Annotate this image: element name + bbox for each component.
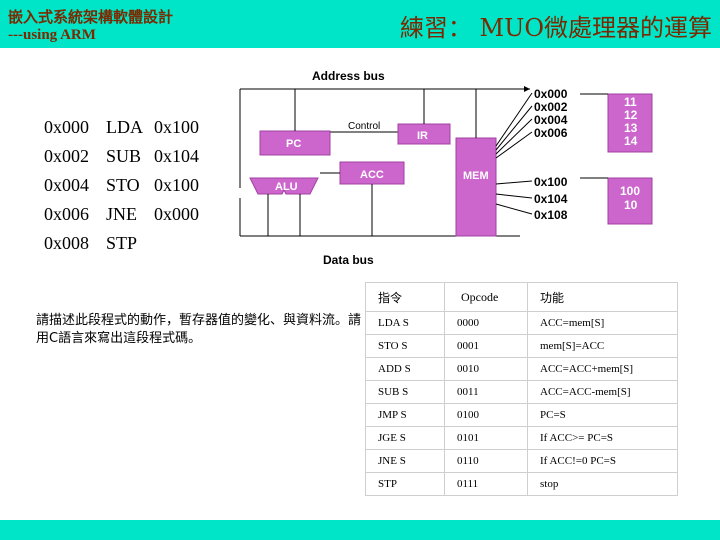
mem-value: 13 [624,121,638,135]
header-opcode: Opcode [444,282,528,312]
mem-address: 0x006 [534,126,568,140]
mem-value: 10 [624,198,638,212]
mem-address: 0x002 [534,100,568,114]
mem-address: 0x100 [534,175,568,189]
alu-shape [249,177,319,195]
table-row: ADD S 0010 ACC=ACC+mem[S] [365,357,678,381]
mem-address: 0x104 [534,192,568,206]
mem-box [455,137,497,237]
code-address: 0x006 [44,204,89,224]
header-instruction: 指令 [365,282,445,312]
slide-title: 練習： MUO微處理器的運算 [399,14,712,42]
cell-function: ACC=ACC+mem[S] [527,357,678,381]
cell-function: stop [527,472,678,496]
cpu-architecture-diagram: Address bus Data bus Control PC IR ACC A… [239,69,653,267]
code-opcode: JNE [106,204,137,224]
cell-function: If ACC!=0 PC=S [527,449,678,473]
exercise-question: 請描述此段程式的動作，暫存器值的變化、與資料流。請用C語言來寫出這段程式碼。 [36,313,362,346]
opcode-table: 指令 Opcode 功能 LDA S 0000 ACC=mem[S] STO S… [365,282,678,496]
mem-value: 11 [624,95,637,109]
footer-bar [0,520,720,540]
code-opcode: STP [106,233,138,253]
cell-opcode: 0110 [444,449,528,473]
mem-address: 0x004 [534,113,568,127]
code-opcode: STO [106,175,140,195]
mem-label: MEM [463,170,489,182]
data-bus-label: Data bus [323,253,374,267]
cell-opcode: 0111 [444,472,528,496]
mem-cells-bottom [607,177,653,225]
cell-opcode: 0101 [444,426,528,450]
code-line: 0x008 STP [26,212,199,253]
table-row: LDA S 0000 ACC=mem[S] [365,311,678,335]
pc-box [259,130,331,156]
course-subtitle: ---using ARM [8,27,96,43]
cell-function: ACC=ACC-mem[S] [527,380,678,404]
code-address: 0x000 [44,117,89,137]
cell-opcode: 0011 [444,380,528,404]
cell-instruction: SUB S [365,380,445,404]
mem-address: 0x000 [534,87,568,101]
cell-function: If ACC>= PC=S [527,426,678,450]
cell-opcode: 0100 [444,403,528,427]
mem-value: 12 [624,108,638,122]
code-address: 0x002 [44,146,89,166]
pc-label: PC [286,138,301,150]
code-operand: 0x104 [154,146,199,166]
cell-instruction: JGE S [365,426,445,450]
table-row: STP 0111 stop [365,472,678,496]
mem-fan-lines [495,92,533,215]
table-row: STO S 0001 mem[S]=ACC [365,334,678,358]
mem-address: 0x108 [534,208,568,222]
cell-opcode: 0000 [444,311,528,335]
cell-instruction: ADD S [365,357,445,381]
cell-instruction: JMP S [365,403,445,427]
code-address: 0x004 [44,175,89,195]
code-opcode: SUB [106,146,142,166]
code-operand: 0x000 [154,204,199,224]
cell-instruction: STO S [365,334,445,358]
cell-function: ACC=mem[S] [527,311,678,335]
code-operand: 0x100 [154,175,199,195]
cell-instruction: STP [365,472,445,496]
table-header-row: 指令 Opcode 功能 [365,282,678,312]
program-listing: 0x000 LDA 0x100 0x002 SUB 0x104 0x004 STO 0x10… [26,96,199,253]
alu-label: ALU [275,181,298,193]
header-function: 功能 [540,290,565,305]
code-line: 0x004 STO 0x100 [26,154,199,195]
code-line: 0x006 JNE 0x000 [26,183,199,224]
code-opcode: LDA [106,117,143,137]
ir-label: IR [417,130,428,142]
cell-function: PC=S [527,403,678,427]
code-line: 0x002 SUB 0x104 [26,125,199,166]
mem-value: 14 [624,134,638,148]
table-row: SUB S 0011 ACC=ACC-mem[S] [365,380,678,404]
header-bar: 嵌入式系統架構軟體設計 ---using ARM 練習： MUO微處理器的運算 [0,0,720,48]
cell-instruction: JNE S [365,449,445,473]
mem-value: 100 [620,184,640,198]
code-address: 0x008 [44,233,89,253]
code-operand: 0x100 [154,117,199,137]
cell-opcode: 0001 [444,334,528,358]
code-line: 0x000 LDA 0x100 [26,96,199,137]
course-title: 嵌入式系統架構軟體設計 [8,8,174,26]
table-row: JGE S 0101 If ACC>= PC=S [365,426,678,450]
cell-instruction: LDA S [365,311,445,335]
control-label: Control [348,121,380,132]
table-row: JNE S 0110 If ACC!=0 PC=S [365,449,678,473]
mem-cells-top [607,93,653,153]
cell-opcode: 0010 [444,357,528,381]
table-row: JMP S 0100 PC=S [365,403,678,427]
acc-label: ACC [360,169,384,181]
address-bus-label: Address bus [312,69,385,83]
cell-function: mem[S]=ACC [527,334,678,358]
